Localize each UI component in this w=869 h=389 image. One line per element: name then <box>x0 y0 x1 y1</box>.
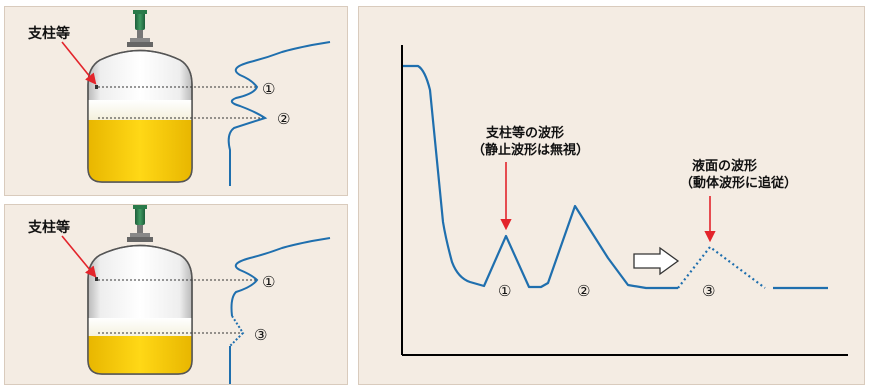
right-panel <box>358 6 865 385</box>
marker-3: ③ <box>254 326 267 344</box>
level-sensor-icon <box>127 205 153 242</box>
support-wave-note: （静止波形は無視） <box>472 142 589 158</box>
support-label: 支柱等 <box>27 25 70 42</box>
marker-1: ① <box>262 273 275 291</box>
peak-3-label: ③ <box>702 282 715 300</box>
waveform-liquid-dotted <box>677 245 766 289</box>
support-wave-label: 支柱等の波形 <box>485 125 564 141</box>
bottom-tank <box>61 205 331 384</box>
support-post-marker <box>95 277 98 281</box>
peak-2-label: ② <box>577 282 590 300</box>
marker-2: ② <box>277 110 290 128</box>
hollow-arrow-icon <box>633 246 680 276</box>
top-tank <box>61 10 331 186</box>
liquid-wave-note: （動体波形に追従） <box>680 175 797 191</box>
liquid-wave-label: 液面の波形 <box>692 158 757 174</box>
support-label: 支柱等 <box>27 219 70 236</box>
waveform-solid <box>403 64 678 290</box>
level-sensor-icon <box>127 10 153 47</box>
marker-1: ① <box>262 80 275 98</box>
support-post-marker <box>95 85 98 89</box>
peak-1-label: ① <box>498 282 511 300</box>
echo-waveform-chart <box>401 45 848 356</box>
